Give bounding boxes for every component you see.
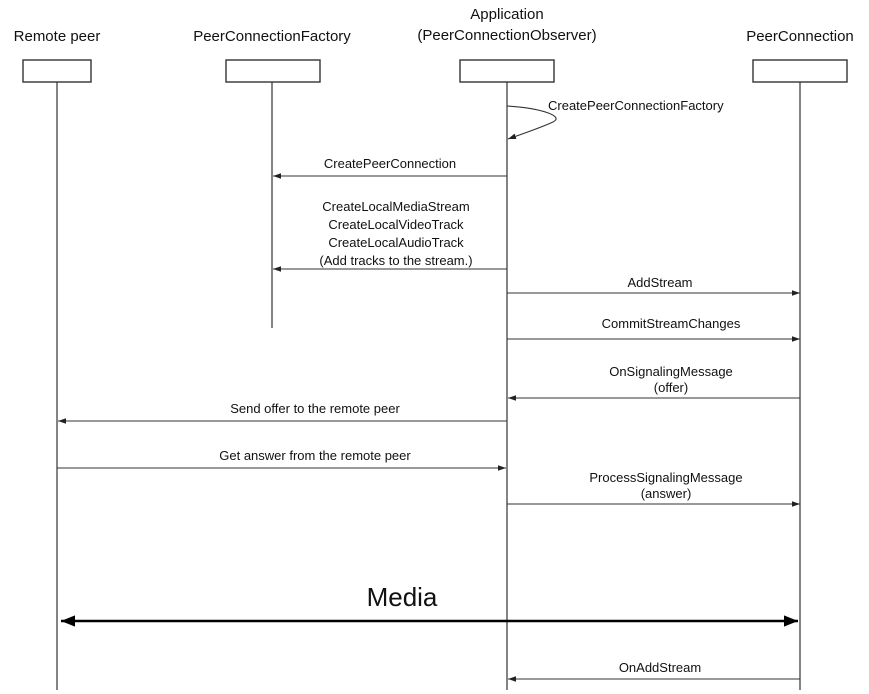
message-process-signaling-message: ProcessSignalingMessage (answer) (507, 470, 800, 507)
participant-label: PeerConnection (746, 28, 854, 45)
message-label: CreateLocalAudioTrack (328, 235, 464, 250)
message-add-stream: AddStream (507, 275, 800, 296)
participant-peer-connection-factory: PeerConnectionFactory (193, 28, 351, 328)
message-label: (offer) (654, 380, 688, 395)
participant-label: Remote peer (14, 28, 101, 45)
self-call-arrow (506, 105, 557, 140)
participant-peer-connection: PeerConnection (746, 28, 854, 690)
message-media: Media (61, 582, 798, 627)
message-label: CreatePeerConnection (324, 156, 456, 171)
participant-label: PeerConnectionFactory (193, 28, 351, 45)
participant-application: Application (PeerConnectionObserver) (417, 6, 597, 690)
message-create-peer-connection: CreatePeerConnection (273, 156, 507, 179)
message-label: (answer) (641, 486, 692, 501)
message-commit-stream-changes: CommitStreamChanges (507, 316, 800, 342)
message-create-local-media: CreateLocalMediaStream CreateLocalVideoT… (273, 199, 507, 272)
message-on-signaling-message: OnSignalingMessage (offer) (508, 364, 800, 401)
message-label: CreateLocalMediaStream (322, 199, 469, 214)
message-label: AddStream (627, 275, 692, 290)
message-on-add-stream: OnAddStream (508, 660, 800, 682)
message-label: CreateLocalVideoTrack (328, 217, 464, 232)
message-create-peer-connection-factory: CreatePeerConnectionFactory (506, 98, 724, 140)
participant-box (225, 59, 321, 83)
participant-label: Application (470, 6, 543, 23)
message-label: ProcessSignalingMessage (589, 470, 742, 485)
message-label: OnAddStream (619, 660, 701, 675)
message-label: Send offer to the remote peer (230, 401, 400, 416)
participant-label: (PeerConnectionObserver) (417, 27, 596, 44)
message-label: (Add tracks to the stream.) (319, 253, 472, 268)
participant-remote-peer: Remote peer (14, 28, 101, 690)
message-label: Get answer from the remote peer (219, 448, 411, 463)
message-send-offer: Send offer to the remote peer (58, 401, 507, 424)
message-get-answer: Get answer from the remote peer (57, 448, 506, 471)
message-label: OnSignalingMessage (609, 364, 733, 379)
participant-box (22, 59, 92, 83)
message-label: CreatePeerConnectionFactory (548, 98, 724, 113)
media-label: Media (367, 582, 438, 612)
participant-box (459, 59, 555, 83)
participant-box (752, 59, 848, 83)
message-label: CommitStreamChanges (602, 316, 741, 331)
